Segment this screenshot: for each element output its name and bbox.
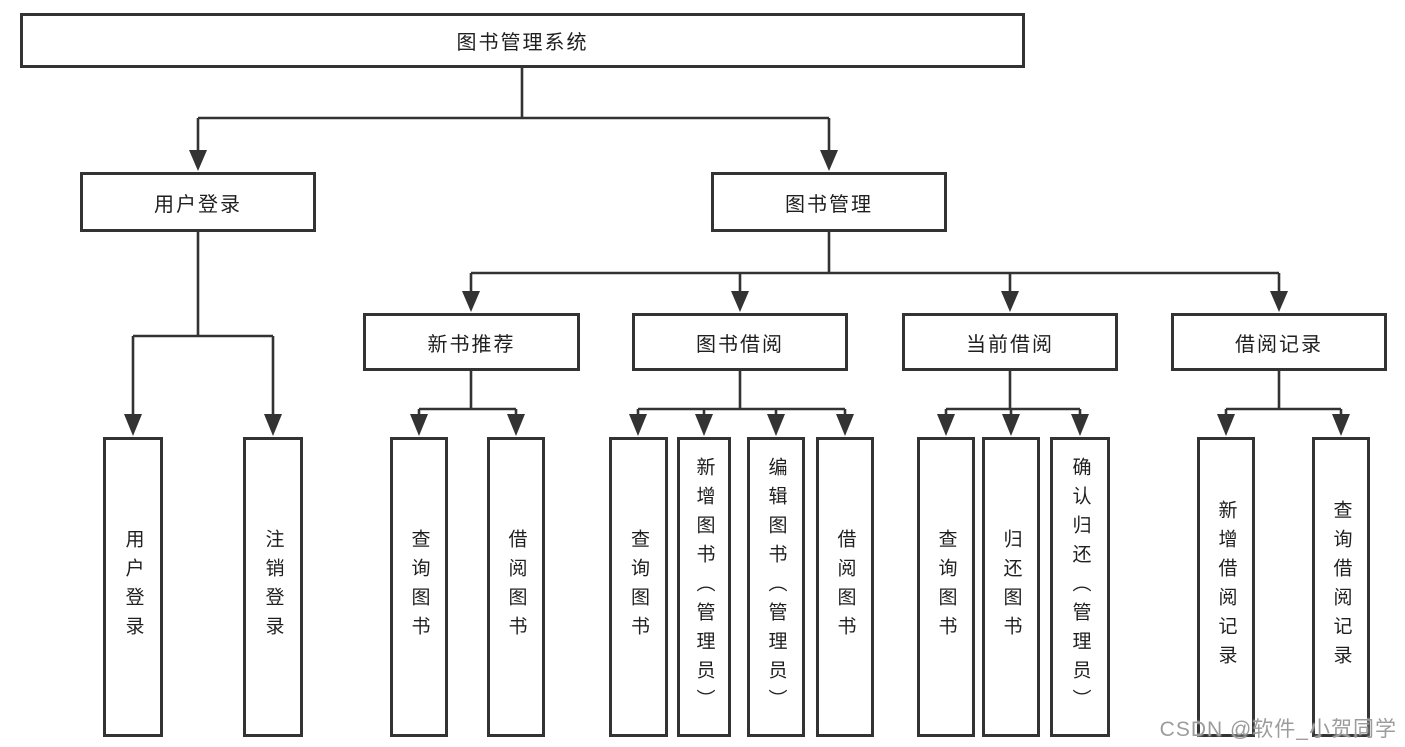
connector-new-book-recommendation-to-children	[417, 371, 518, 418]
arrowhead	[937, 414, 955, 436]
arrowhead	[462, 291, 480, 312]
connector-borrow-records-to-children	[1224, 371, 1343, 418]
arrowhead	[1270, 291, 1288, 312]
csdn-watermark: CSDN @软件_小贺同学	[1159, 718, 1397, 741]
node-current-borrowing: 当前借阅	[902, 313, 1118, 371]
arrowhead	[820, 150, 838, 171]
node-book-management: 图书管理	[711, 172, 947, 232]
node-leaf-query-books-current: 查询图书	[917, 437, 975, 737]
node-leaf-edit-books-admin: 编辑图书（管理员）	[747, 437, 805, 737]
arrowhead	[767, 414, 785, 436]
arrowhead	[1002, 414, 1020, 436]
node-book-borrowing: 图书借阅	[632, 313, 848, 371]
node-borrow-records: 借阅记录	[1171, 313, 1387, 371]
node-leaf-borrow-books-borrowing: 借阅图书	[816, 437, 874, 737]
arrowhead	[189, 150, 207, 171]
connector-book-management-to-children	[469, 232, 1281, 296]
node-leaf-logout: 注销登录	[243, 437, 303, 737]
arrowhead	[1071, 414, 1089, 436]
arrowhead	[731, 291, 749, 312]
node-leaf-return-books: 归还图书	[982, 437, 1040, 737]
node-leaf-borrow-books-recommend: 借阅图书	[487, 437, 545, 737]
arrowhead	[836, 414, 854, 436]
node-leaf-confirm-return-admin: 确认归还（管理员）	[1050, 437, 1110, 737]
node-user-login: 用户登录	[80, 172, 316, 232]
node-leaf-query-books-borrowing: 查询图书	[609, 437, 668, 737]
node-leaf-user-login: 用户登录	[103, 437, 163, 737]
node-leaf-query-borrow-record: 查询借阅记录	[1312, 437, 1370, 737]
node-leaf-add-borrow-record: 新增借阅记录	[1197, 437, 1255, 737]
arrowhead	[124, 414, 142, 436]
node-leaf-query-books-recommend: 查询图书	[390, 437, 448, 737]
connector-book-borrowing-to-children	[636, 371, 847, 418]
arrowhead	[507, 414, 525, 436]
arrowhead	[1217, 414, 1235, 436]
connector-current-borrowing-to-children	[944, 371, 1082, 418]
arrowhead	[410, 414, 428, 436]
node-new-book-recommendation: 新书推荐	[363, 313, 580, 371]
arrowhead	[629, 414, 647, 436]
node-leaf-add-books-admin: 新增图书（管理员）	[677, 437, 731, 737]
arrowhead	[1001, 291, 1019, 312]
arrowhead	[695, 414, 713, 436]
connector-user-login-to-children	[131, 232, 275, 416]
connector-root-to-level2	[196, 68, 831, 152]
node-library-management-system: 图书管理系统	[20, 13, 1025, 68]
arrowhead	[264, 414, 282, 436]
arrowhead	[1332, 414, 1350, 436]
